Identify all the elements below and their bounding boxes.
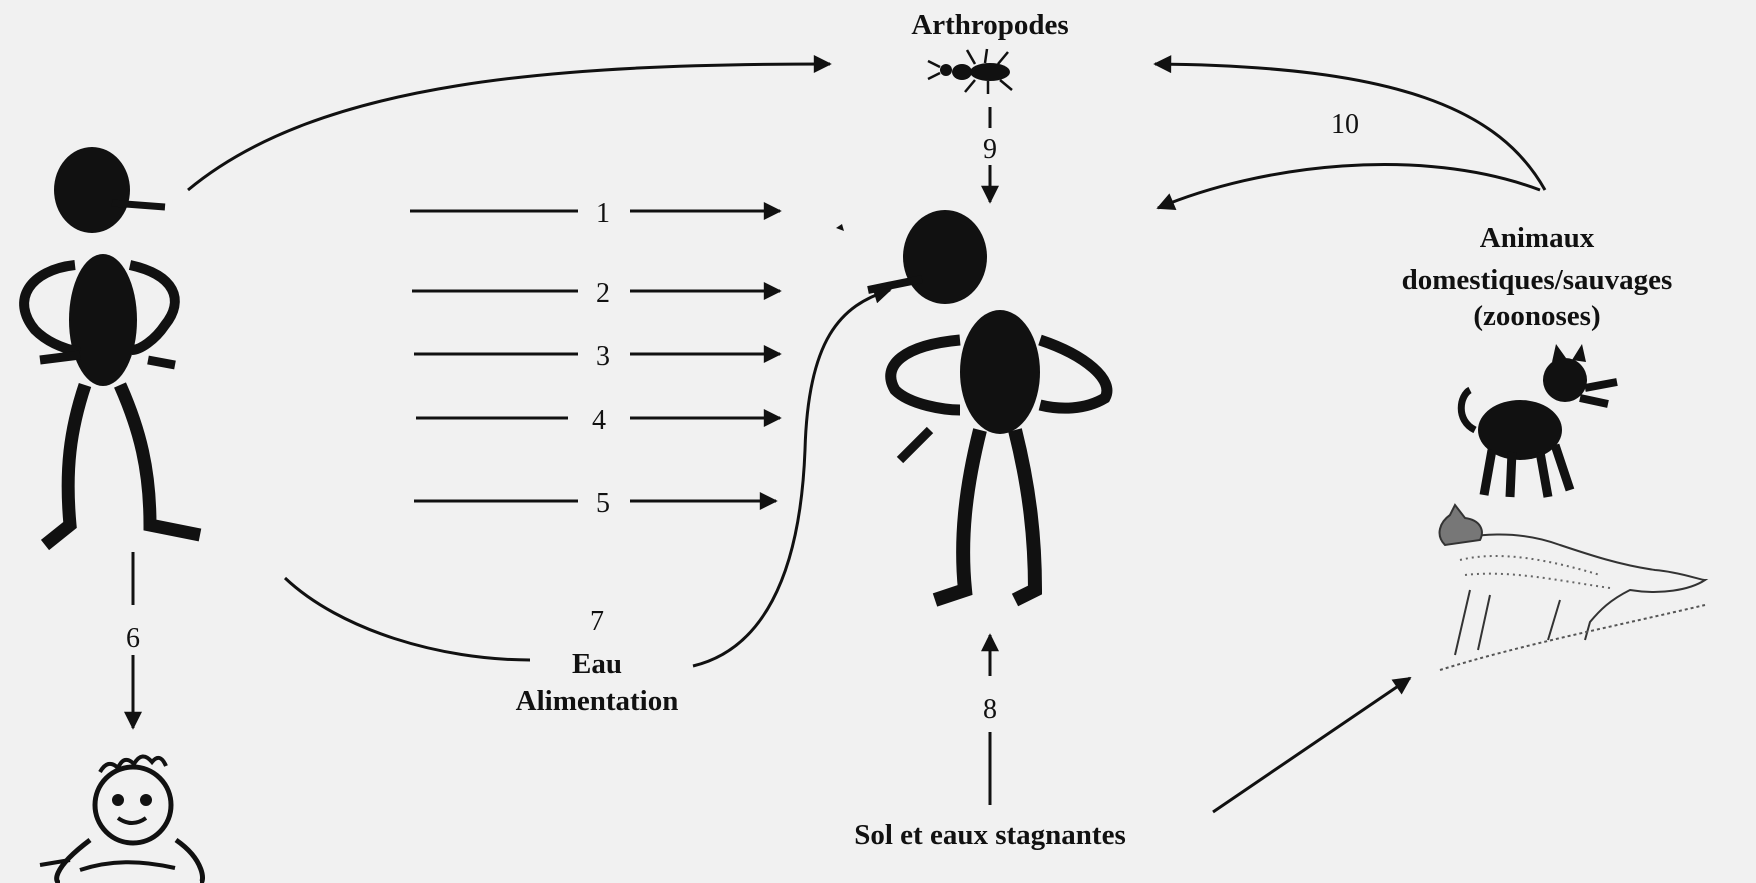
baby-figure xyxy=(40,756,203,883)
arrow-animals-to-person xyxy=(1158,165,1540,208)
animals-label-line1: Animaux xyxy=(1480,222,1595,254)
arrow-soil-to-animals xyxy=(1213,678,1410,812)
route-label-9: 9 xyxy=(983,134,997,165)
cat-icon xyxy=(1461,344,1617,497)
route-label-3: 3 xyxy=(596,341,610,372)
fox-icon xyxy=(1440,505,1705,670)
route-label-8: 8 xyxy=(983,694,997,725)
route-label-1: 1 xyxy=(596,198,610,229)
insect-icon xyxy=(928,49,1012,94)
route-label-10: 10 xyxy=(1331,109,1359,140)
animals-label-line3: (zoonoses) xyxy=(1473,300,1600,332)
route-label-4: 4 xyxy=(592,405,606,436)
source-person-figure xyxy=(24,147,200,545)
soil-label: Sol et eaux stagnantes xyxy=(854,819,1125,851)
route-label-2: 2 xyxy=(596,278,610,309)
route-label-7: 7 xyxy=(590,606,604,637)
route-arrow-7 xyxy=(285,290,890,666)
food-label: Alimentation xyxy=(516,685,679,717)
arrow-source-to-arthropods xyxy=(188,64,830,190)
receiving-person-figure xyxy=(868,210,1107,600)
speck-mark xyxy=(836,224,844,231)
route-label-5: 5 xyxy=(596,488,610,519)
route-label-6: 6 xyxy=(126,623,140,654)
water-label: Eau xyxy=(572,648,622,680)
arthropods-label: Arthropodes xyxy=(911,9,1068,41)
animals-label-line2: domestiques/sauvages xyxy=(1402,264,1673,296)
